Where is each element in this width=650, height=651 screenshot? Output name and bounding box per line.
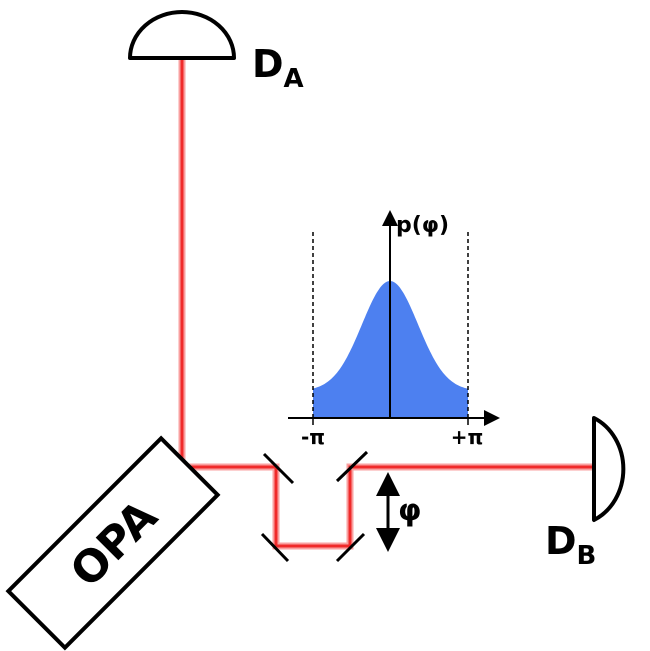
- delay-line-mirrors: [260, 450, 369, 563]
- tick-label-minus-pi: -π: [301, 425, 325, 449]
- detector-a-label: DA: [252, 42, 304, 94]
- mirror-line-icon: [335, 450, 369, 483]
- detector-b: DB: [545, 416, 626, 571]
- phase-distribution-plot: p(φ) -π +π: [288, 210, 500, 449]
- half-disc-detector-icon: [592, 416, 626, 522]
- phase-label: φ: [398, 493, 421, 528]
- detector-b-label: DB: [545, 519, 596, 571]
- half-disc-detector-icon: [128, 10, 236, 60]
- detector-a: DA: [128, 10, 304, 94]
- mirror-line-icon: [335, 532, 366, 563]
- plot-y-label: p(φ): [396, 213, 449, 238]
- tick-label-plus-pi: +π: [451, 425, 484, 449]
- phase-delay-indicator: φ: [376, 472, 421, 552]
- opa-box: [5, 435, 221, 651]
- opa-source: OPA: [5, 435, 221, 651]
- mirror-line-icon: [262, 452, 295, 485]
- mirror-line-icon: [260, 532, 290, 563]
